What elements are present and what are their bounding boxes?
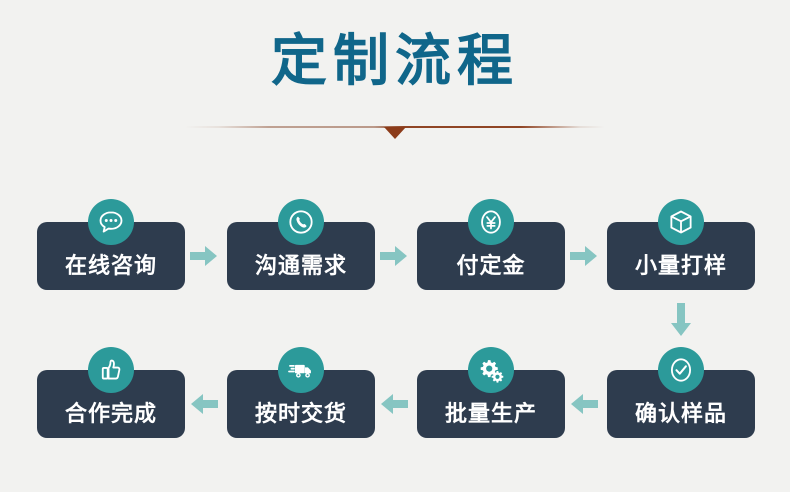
flow-step-card-3[interactable]: 付定金 bbox=[417, 199, 565, 290]
flow-step-label-6: 批量生产 bbox=[444, 402, 537, 427]
flow-step-label-7: 按时交货 bbox=[254, 402, 347, 427]
check-circle-icon bbox=[658, 347, 704, 393]
arrow-right-icon-3 bbox=[570, 245, 598, 267]
flow-step-label-4: 小量打样 bbox=[634, 254, 727, 279]
flow-step-card-2[interactable]: 沟通需求 bbox=[227, 199, 375, 290]
chat-bubble-icon bbox=[88, 199, 134, 245]
gears-icon bbox=[468, 347, 514, 393]
arrow-left-icon-3 bbox=[190, 393, 218, 415]
divider-triangle-icon bbox=[384, 127, 406, 139]
flow-step-card-6[interactable]: 批量生产 bbox=[417, 347, 565, 438]
delivery-truck-icon bbox=[278, 347, 324, 393]
flow-step-card-7[interactable]: 按时交货 bbox=[227, 347, 375, 438]
arrow-right-icon-2 bbox=[380, 245, 408, 267]
arrow-right-icon-1 bbox=[190, 245, 218, 267]
arrow-left-icon-1 bbox=[570, 393, 598, 415]
page-header: 定制流程 bbox=[0, 0, 790, 139]
box-cube-icon bbox=[658, 199, 704, 245]
flow-step-label-3: 付定金 bbox=[456, 254, 526, 279]
flow-step-label-2: 沟通需求 bbox=[254, 254, 347, 279]
flow-step-card-8[interactable]: 合作完成 bbox=[37, 347, 185, 438]
flow-step-card-4[interactable]: 小量打样 bbox=[607, 199, 755, 290]
yen-coin-icon bbox=[468, 199, 514, 245]
arrow-down-icon bbox=[670, 303, 692, 337]
flow-step-label-5: 确认样品 bbox=[634, 402, 727, 427]
title-divider bbox=[185, 120, 605, 139]
arrow-left-icon-2 bbox=[380, 393, 408, 415]
flow-step-label-8: 合作完成 bbox=[64, 402, 157, 427]
flow-step-label-1: 在线咨询 bbox=[64, 254, 157, 279]
telephone-icon bbox=[278, 199, 324, 245]
thumbs-up-icon bbox=[88, 347, 134, 393]
flow-step-card-1[interactable]: 在线咨询 bbox=[37, 199, 185, 290]
page-title: 定制流程 bbox=[271, 29, 519, 94]
flow-step-card-5[interactable]: 确认样品 bbox=[607, 347, 755, 438]
